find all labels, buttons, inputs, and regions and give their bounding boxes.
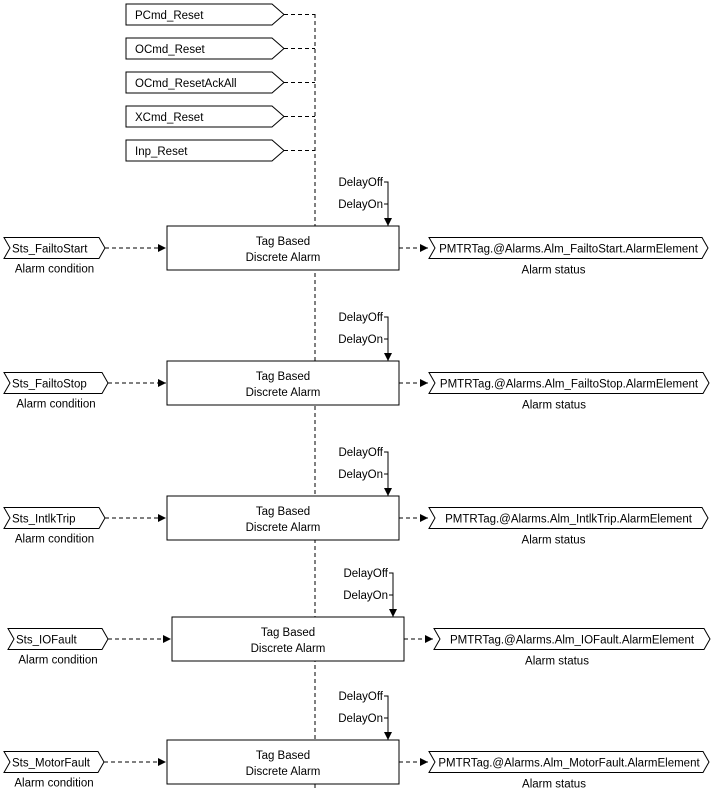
delay-off-label: DelayOff bbox=[338, 177, 383, 189]
alarm-status-caption: Alarm status bbox=[522, 535, 586, 547]
alarm-block-title: Tag Based bbox=[256, 371, 310, 383]
alarm-condition-caption: Alarm condition bbox=[15, 264, 94, 276]
reset-input-tag: PCmd_Reset bbox=[125, 3, 315, 26]
arrowhead bbox=[420, 514, 428, 522]
alarm-status-tag bbox=[428, 507, 709, 529]
alarm-condition-tag bbox=[3, 237, 106, 259]
reset-input-label: OCmd_Reset bbox=[135, 44, 205, 56]
alarm-block bbox=[171, 616, 405, 662]
reset-inputs: PCmd_ResetOCmd_ResetOCmd_ResetAckAllXCmd… bbox=[125, 3, 315, 162]
alarm-block-title: Tag Based bbox=[256, 750, 310, 762]
delay-off-label: DelayOff bbox=[338, 447, 383, 459]
alarm-condition-label: Sts_MotorFault bbox=[12, 758, 91, 770]
alarm-condition-tag bbox=[7, 628, 109, 650]
alarm-condition-caption: Alarm condition bbox=[14, 778, 93, 790]
reset-input-tag: XCmd_Reset bbox=[125, 105, 315, 128]
arrowhead bbox=[425, 635, 433, 643]
reset-input-tag: OCmd_Reset bbox=[125, 37, 315, 60]
reset-input-label: XCmd_Reset bbox=[135, 112, 204, 124]
delay-on-label: DelayOn bbox=[338, 199, 383, 211]
alarm-condition-label: Sts_FailtoStart bbox=[12, 244, 88, 256]
alarm-status-label: PMTRTag.@Alarms.Alm_MotorFault.AlarmElem… bbox=[438, 758, 700, 770]
alarm-condition-caption: Alarm condition bbox=[15, 534, 94, 546]
reset-input-shape bbox=[125, 37, 285, 60]
arrowhead bbox=[158, 758, 166, 766]
alarm-block bbox=[166, 225, 400, 271]
alarm-status-caption: Alarm status bbox=[522, 265, 586, 277]
alarm-block-subtitle: Discrete Alarm bbox=[246, 766, 321, 778]
arrowhead bbox=[158, 379, 166, 387]
arrowhead bbox=[384, 732, 392, 740]
alarm-block-subtitle: Discrete Alarm bbox=[246, 252, 321, 264]
alarm-condition-tag bbox=[3, 751, 105, 773]
reset-input-shape bbox=[125, 105, 285, 128]
alarm-block-title: Tag Based bbox=[256, 506, 310, 518]
alarm-condition-label: Sts_IOFault bbox=[16, 635, 78, 647]
arrowhead bbox=[420, 244, 428, 252]
arrowhead bbox=[384, 218, 392, 226]
delay-off-connector bbox=[384, 695, 389, 740]
alarm-status-caption: Alarm status bbox=[522, 400, 586, 412]
alarm-block-title: Tag Based bbox=[256, 236, 310, 248]
arrowhead bbox=[158, 514, 166, 522]
alarm-status-tag bbox=[428, 372, 710, 394]
alarm-status-label: PMTRTag.@Alarms.Alm_FailtoStart.AlarmEle… bbox=[439, 244, 699, 256]
arrowhead bbox=[384, 488, 392, 496]
alarm-block-subtitle: Discrete Alarm bbox=[246, 387, 321, 399]
alarm-block bbox=[166, 360, 400, 406]
alarm-condition-caption: Alarm condition bbox=[18, 655, 97, 667]
arrowhead bbox=[158, 244, 166, 252]
reset-input-tag: Inp_Reset bbox=[125, 139, 315, 162]
delay-off-label: DelayOff bbox=[338, 312, 383, 324]
alarm-condition-label: Sts_FailtoStop bbox=[12, 379, 87, 391]
reset-input-shape bbox=[125, 71, 285, 94]
arrowhead bbox=[384, 353, 392, 361]
alarm-status-label: PMTRTag.@Alarms.Alm_IOFault.AlarmElement bbox=[450, 635, 695, 647]
delay-off-label: DelayOff bbox=[343, 568, 388, 580]
alarm-status-label: PMTRTag.@Alarms.Alm_IntlkTrip.AlarmEleme… bbox=[445, 514, 693, 526]
delay-off-connector bbox=[389, 572, 394, 617]
reset-input-tag: OCmd_ResetAckAll bbox=[125, 71, 315, 94]
arrowhead bbox=[389, 609, 397, 617]
delay-on-label: DelayOn bbox=[338, 334, 383, 346]
arrowhead bbox=[163, 635, 171, 643]
alarm-block-title: Tag Based bbox=[261, 627, 315, 639]
delay-off-connector bbox=[384, 451, 389, 496]
alarm-condition-tag bbox=[3, 372, 109, 394]
delay-off-connector bbox=[384, 316, 389, 361]
alarm-block-subtitle: Discrete Alarm bbox=[251, 643, 326, 655]
reset-input-label: PCmd_Reset bbox=[135, 10, 204, 22]
delay-off-connector bbox=[384, 181, 389, 226]
alarm-status-tag bbox=[428, 751, 710, 773]
reset-input-label: OCmd_ResetAckAll bbox=[135, 78, 237, 90]
alarm-status-tag bbox=[428, 237, 709, 259]
delay-on-label: DelayOn bbox=[338, 469, 383, 481]
alarm-status-label: PMTRTag.@Alarms.Alm_FailtoStop.AlarmElem… bbox=[440, 379, 699, 391]
alarm-status-caption: Alarm status bbox=[525, 656, 589, 668]
reset-input-shape bbox=[125, 139, 285, 162]
delay-on-label: DelayOn bbox=[343, 590, 388, 602]
alarm-condition-label: Sts_IntlkTrip bbox=[12, 514, 75, 526]
reset-input-label: Inp_Reset bbox=[135, 146, 188, 158]
alarm-status-caption: Alarm status bbox=[522, 779, 586, 790]
alarm-condition-tag bbox=[3, 507, 106, 529]
alarm-condition-caption: Alarm condition bbox=[16, 399, 95, 411]
alarm-block-subtitle: Discrete Alarm bbox=[246, 522, 321, 534]
arrowhead bbox=[420, 758, 428, 766]
alarm-status-tag bbox=[433, 628, 711, 650]
arrowhead bbox=[420, 379, 428, 387]
alarm-block bbox=[166, 495, 400, 541]
delay-off-label: DelayOff bbox=[338, 691, 383, 703]
delay-on-label: DelayOn bbox=[338, 713, 383, 725]
reset-input-shape bbox=[125, 3, 285, 26]
